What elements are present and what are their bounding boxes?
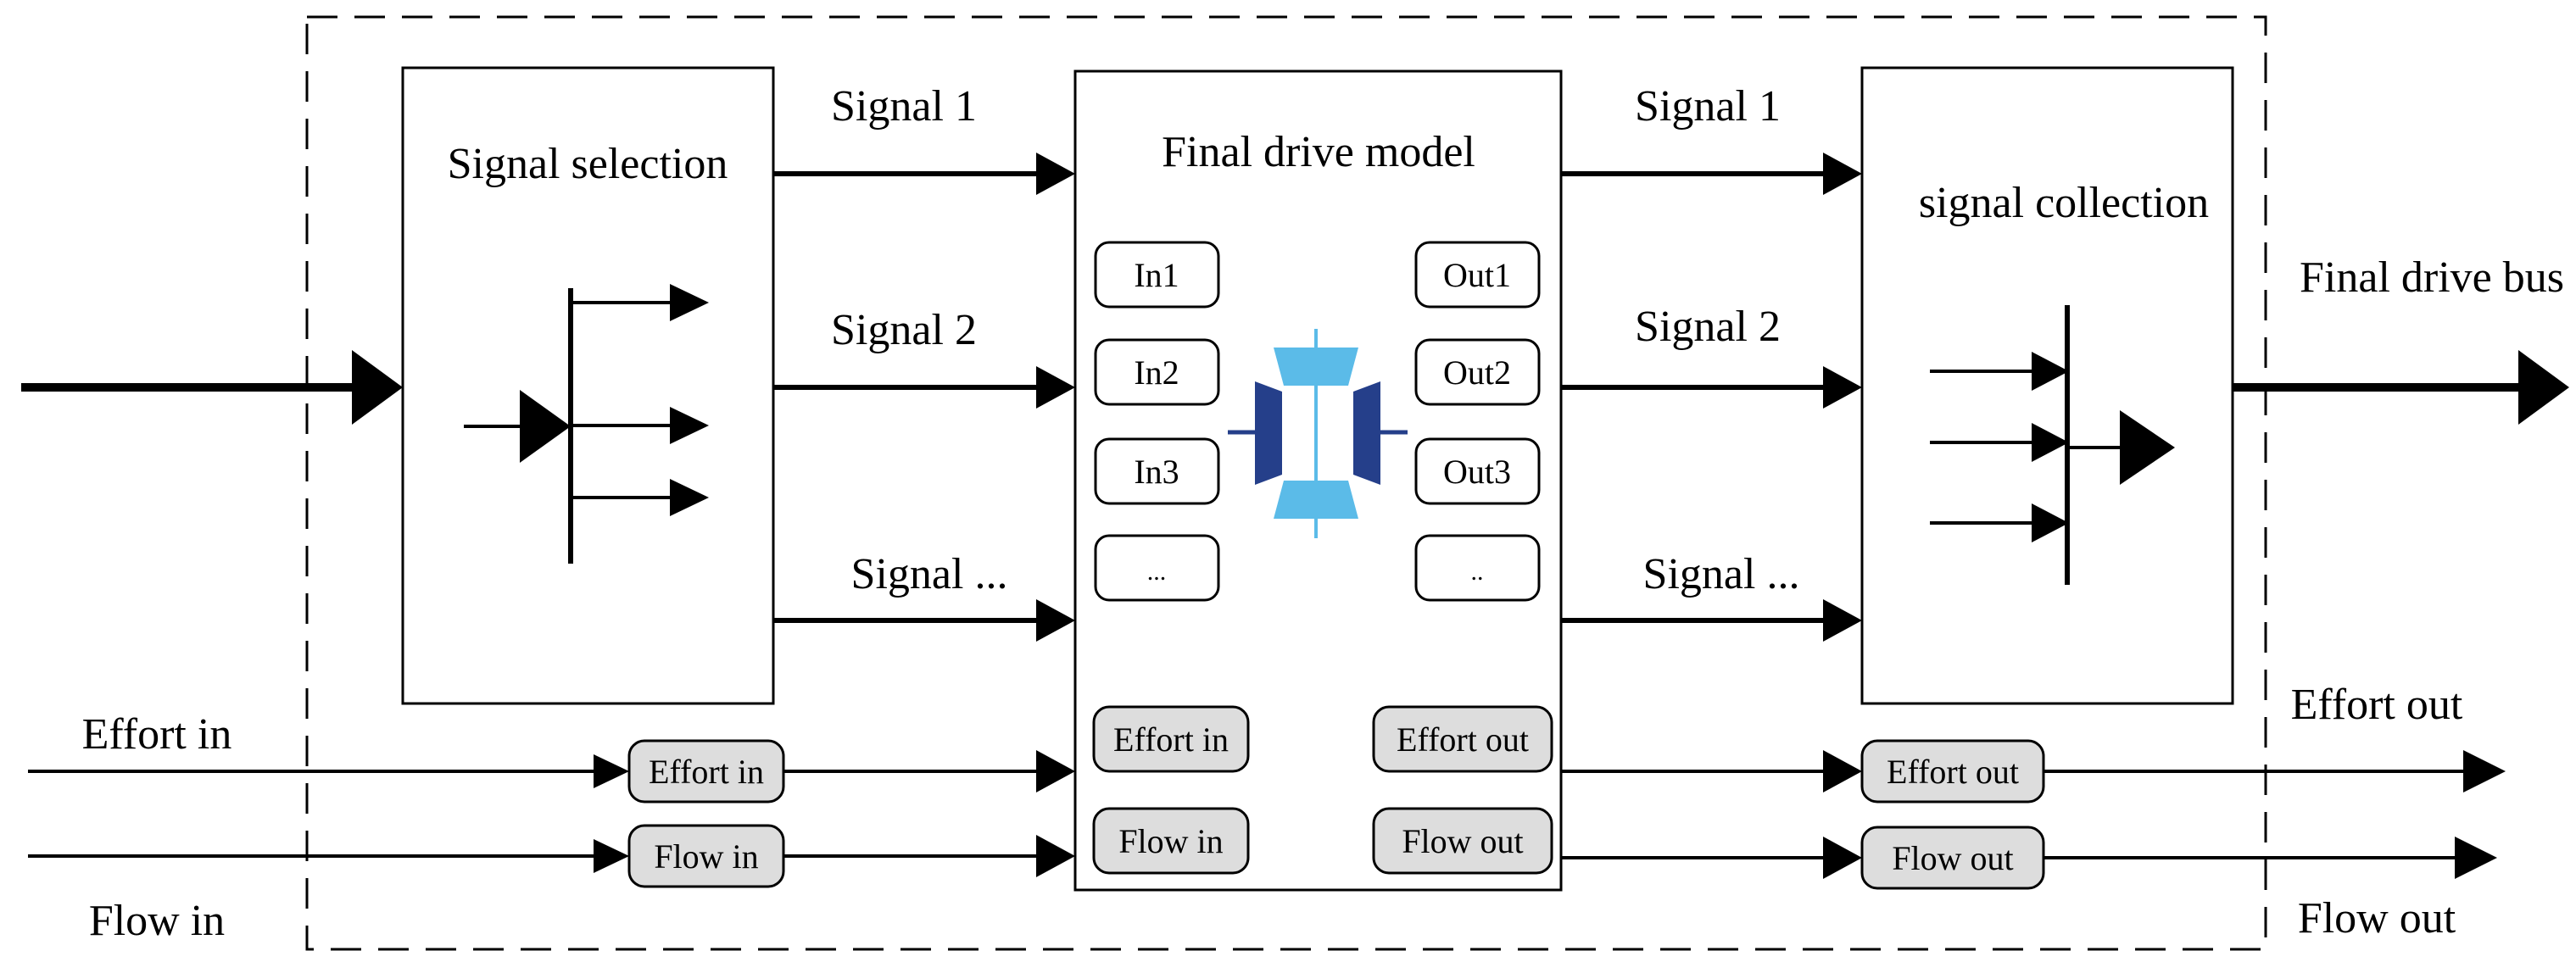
model-effort-in-port [1092, 705, 1250, 773]
final-drive-gear-icon [1228, 329, 1408, 538]
signal-arrow [1561, 599, 1862, 642]
input-port-label: In1 [1134, 256, 1179, 294]
effort-out-external-label: Effort out [2291, 681, 2463, 729]
model-output-port [1414, 534, 1541, 602]
signal-arrow [773, 599, 1075, 642]
input-port-label: In3 [1134, 453, 1179, 491]
signal-arrow [1561, 153, 1862, 195]
model-output-port [1414, 437, 1541, 505]
flow-out-connector-label: Flow out [1892, 839, 2013, 877]
effort-in-line [28, 754, 629, 788]
effort-out-line [2044, 750, 2506, 792]
model-flow-out-label: Flow out [1402, 822, 1523, 860]
subsystem-boundary [305, 15, 2267, 951]
effort-in-connector-label: Effort in [649, 753, 764, 791]
flow-in-external-label: Flow in [89, 897, 225, 945]
model-effort-in-label: Effort in [1113, 720, 1229, 759]
model-flow-out-port [1372, 807, 1553, 875]
effort-out-arrow [1561, 750, 1862, 792]
flow-in-connector-label: Flow in [654, 837, 758, 876]
signal-label-right: Signal 1 [1635, 82, 1781, 131]
output-port-label: Out1 [1443, 256, 1511, 294]
effort-in-arrow [783, 750, 1075, 792]
model-effort-out-label: Effort out [1397, 720, 1529, 759]
model-output-port [1414, 241, 1541, 309]
model-input-port [1094, 437, 1220, 505]
input-port-label: ... [1147, 558, 1167, 586]
bus-selector-icon [464, 284, 709, 564]
signal-collection-block [1860, 66, 2234, 705]
input-port-label: In2 [1134, 353, 1179, 392]
model-input-port [1094, 241, 1220, 309]
signal-arrow [1561, 366, 1862, 409]
effort-out-connector-label: Effort out [1887, 753, 2019, 791]
effort-in-external-label: Effort in [82, 710, 232, 759]
model-effort-out-port [1372, 705, 1553, 773]
flow-in-arrow [783, 835, 1075, 877]
model-input-port [1094, 534, 1220, 602]
signal-collection-title: signal collection [1919, 179, 2209, 227]
final-drive-bus-label: Final drive bus [2300, 253, 2564, 302]
signal-arrow [773, 153, 1075, 195]
model-flow-in-label: Flow in [1118, 822, 1223, 860]
bus-output-arrow [2233, 350, 2569, 425]
flow-out-external-label: Flow out [2298, 894, 2456, 943]
output-port-label: Out3 [1443, 453, 1511, 491]
signal-label-left: Signal 1 [831, 82, 977, 131]
signal-label-right: Signal ... [1643, 550, 1800, 598]
output-port-label: Out2 [1443, 353, 1511, 392]
signal-label-left: Signal 2 [831, 306, 977, 354]
model-input-port [1094, 338, 1220, 406]
bus-creator-icon [1930, 305, 2175, 585]
bus-input-arrow [21, 350, 403, 425]
flow-in-line [28, 839, 629, 873]
model-output-port [1414, 338, 1541, 406]
model-flow-in-port [1092, 807, 1250, 875]
flow-out-arrow [1561, 837, 1862, 879]
signal-selection-title: Signal selection [448, 140, 728, 188]
signal-label-left: Signal ... [851, 550, 1008, 598]
signal-arrow [773, 366, 1075, 409]
flow-out-line [2044, 837, 2497, 879]
output-port-label: .. [1471, 558, 1484, 586]
signal-label-right: Signal 2 [1635, 303, 1781, 351]
signal-selection-block [401, 66, 775, 705]
final-drive-model-title: Final drive model [1162, 128, 1475, 176]
